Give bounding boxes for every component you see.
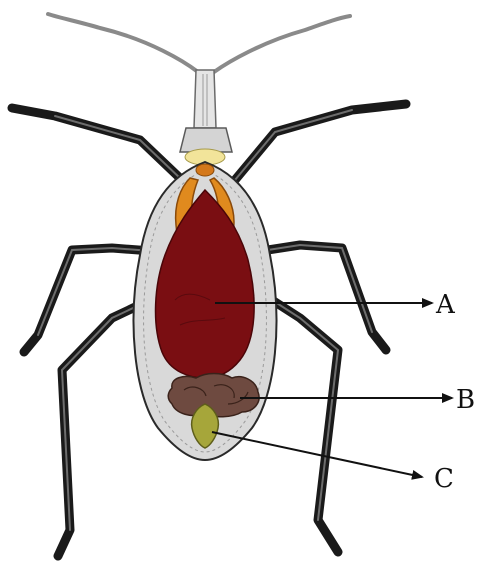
right-front-leg (235, 104, 406, 180)
right-antenna (214, 16, 350, 72)
left-antenna (48, 14, 198, 72)
proboscis (194, 70, 216, 128)
label-a: A (435, 290, 456, 320)
label-b: B (456, 385, 475, 415)
pointer-c (212, 432, 422, 477)
label-c: C (434, 464, 454, 494)
left-front-leg (12, 108, 182, 180)
head-capsule (180, 128, 232, 152)
antennae (48, 14, 350, 72)
head (180, 70, 232, 165)
